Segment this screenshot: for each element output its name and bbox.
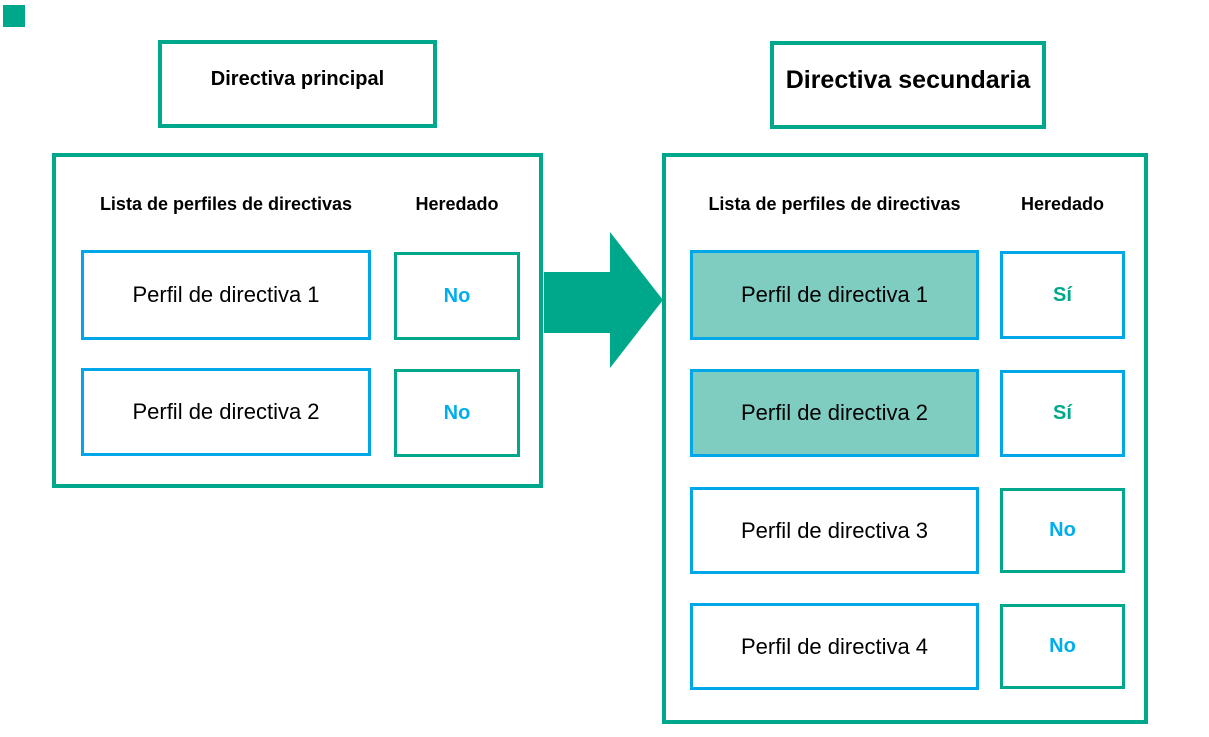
policy-profile-box: Perfil de directiva 3 — [690, 487, 979, 574]
secondary-policy-title-box: Directiva secundaria — [770, 41, 1046, 129]
inherited-flag-box: Sí — [1000, 370, 1125, 457]
inherited-flag-box: No — [1000, 604, 1125, 689]
corner-mark — [3, 5, 25, 27]
primary-inherited-column-header: Heredado — [415, 193, 499, 214]
primary-policy-title: Directiva principal — [210, 67, 385, 90]
primary-profiles-column-header: Lista de perfiles de directivas — [99, 193, 353, 214]
policy-profile-box-inherited: Perfil de directiva 1 — [690, 250, 979, 340]
policy-profile-box: Perfil de directiva 2 — [81, 368, 371, 456]
inherited-flag-box: No — [394, 252, 520, 340]
secondary-inherited-column-header: Heredado — [1020, 193, 1105, 214]
inherited-flag-box: No — [1000, 488, 1125, 573]
policy-profile-box: Perfil de directiva 4 — [690, 603, 979, 690]
secondary-profiles-column-header: Lista de perfiles de directivas — [708, 193, 961, 214]
primary-policy-title-box: Directiva principal — [158, 40, 437, 128]
secondary-policy-title: Directiva secundaria — [785, 65, 1031, 94]
policy-profile-box-inherited: Perfil de directiva 2 — [690, 369, 979, 457]
inherited-flag-box: Sí — [1000, 251, 1125, 339]
policy-profile-box: Perfil de directiva 1 — [81, 250, 371, 340]
inherited-flag-box: No — [394, 369, 520, 457]
inheritance-arrow-icon — [544, 232, 663, 368]
